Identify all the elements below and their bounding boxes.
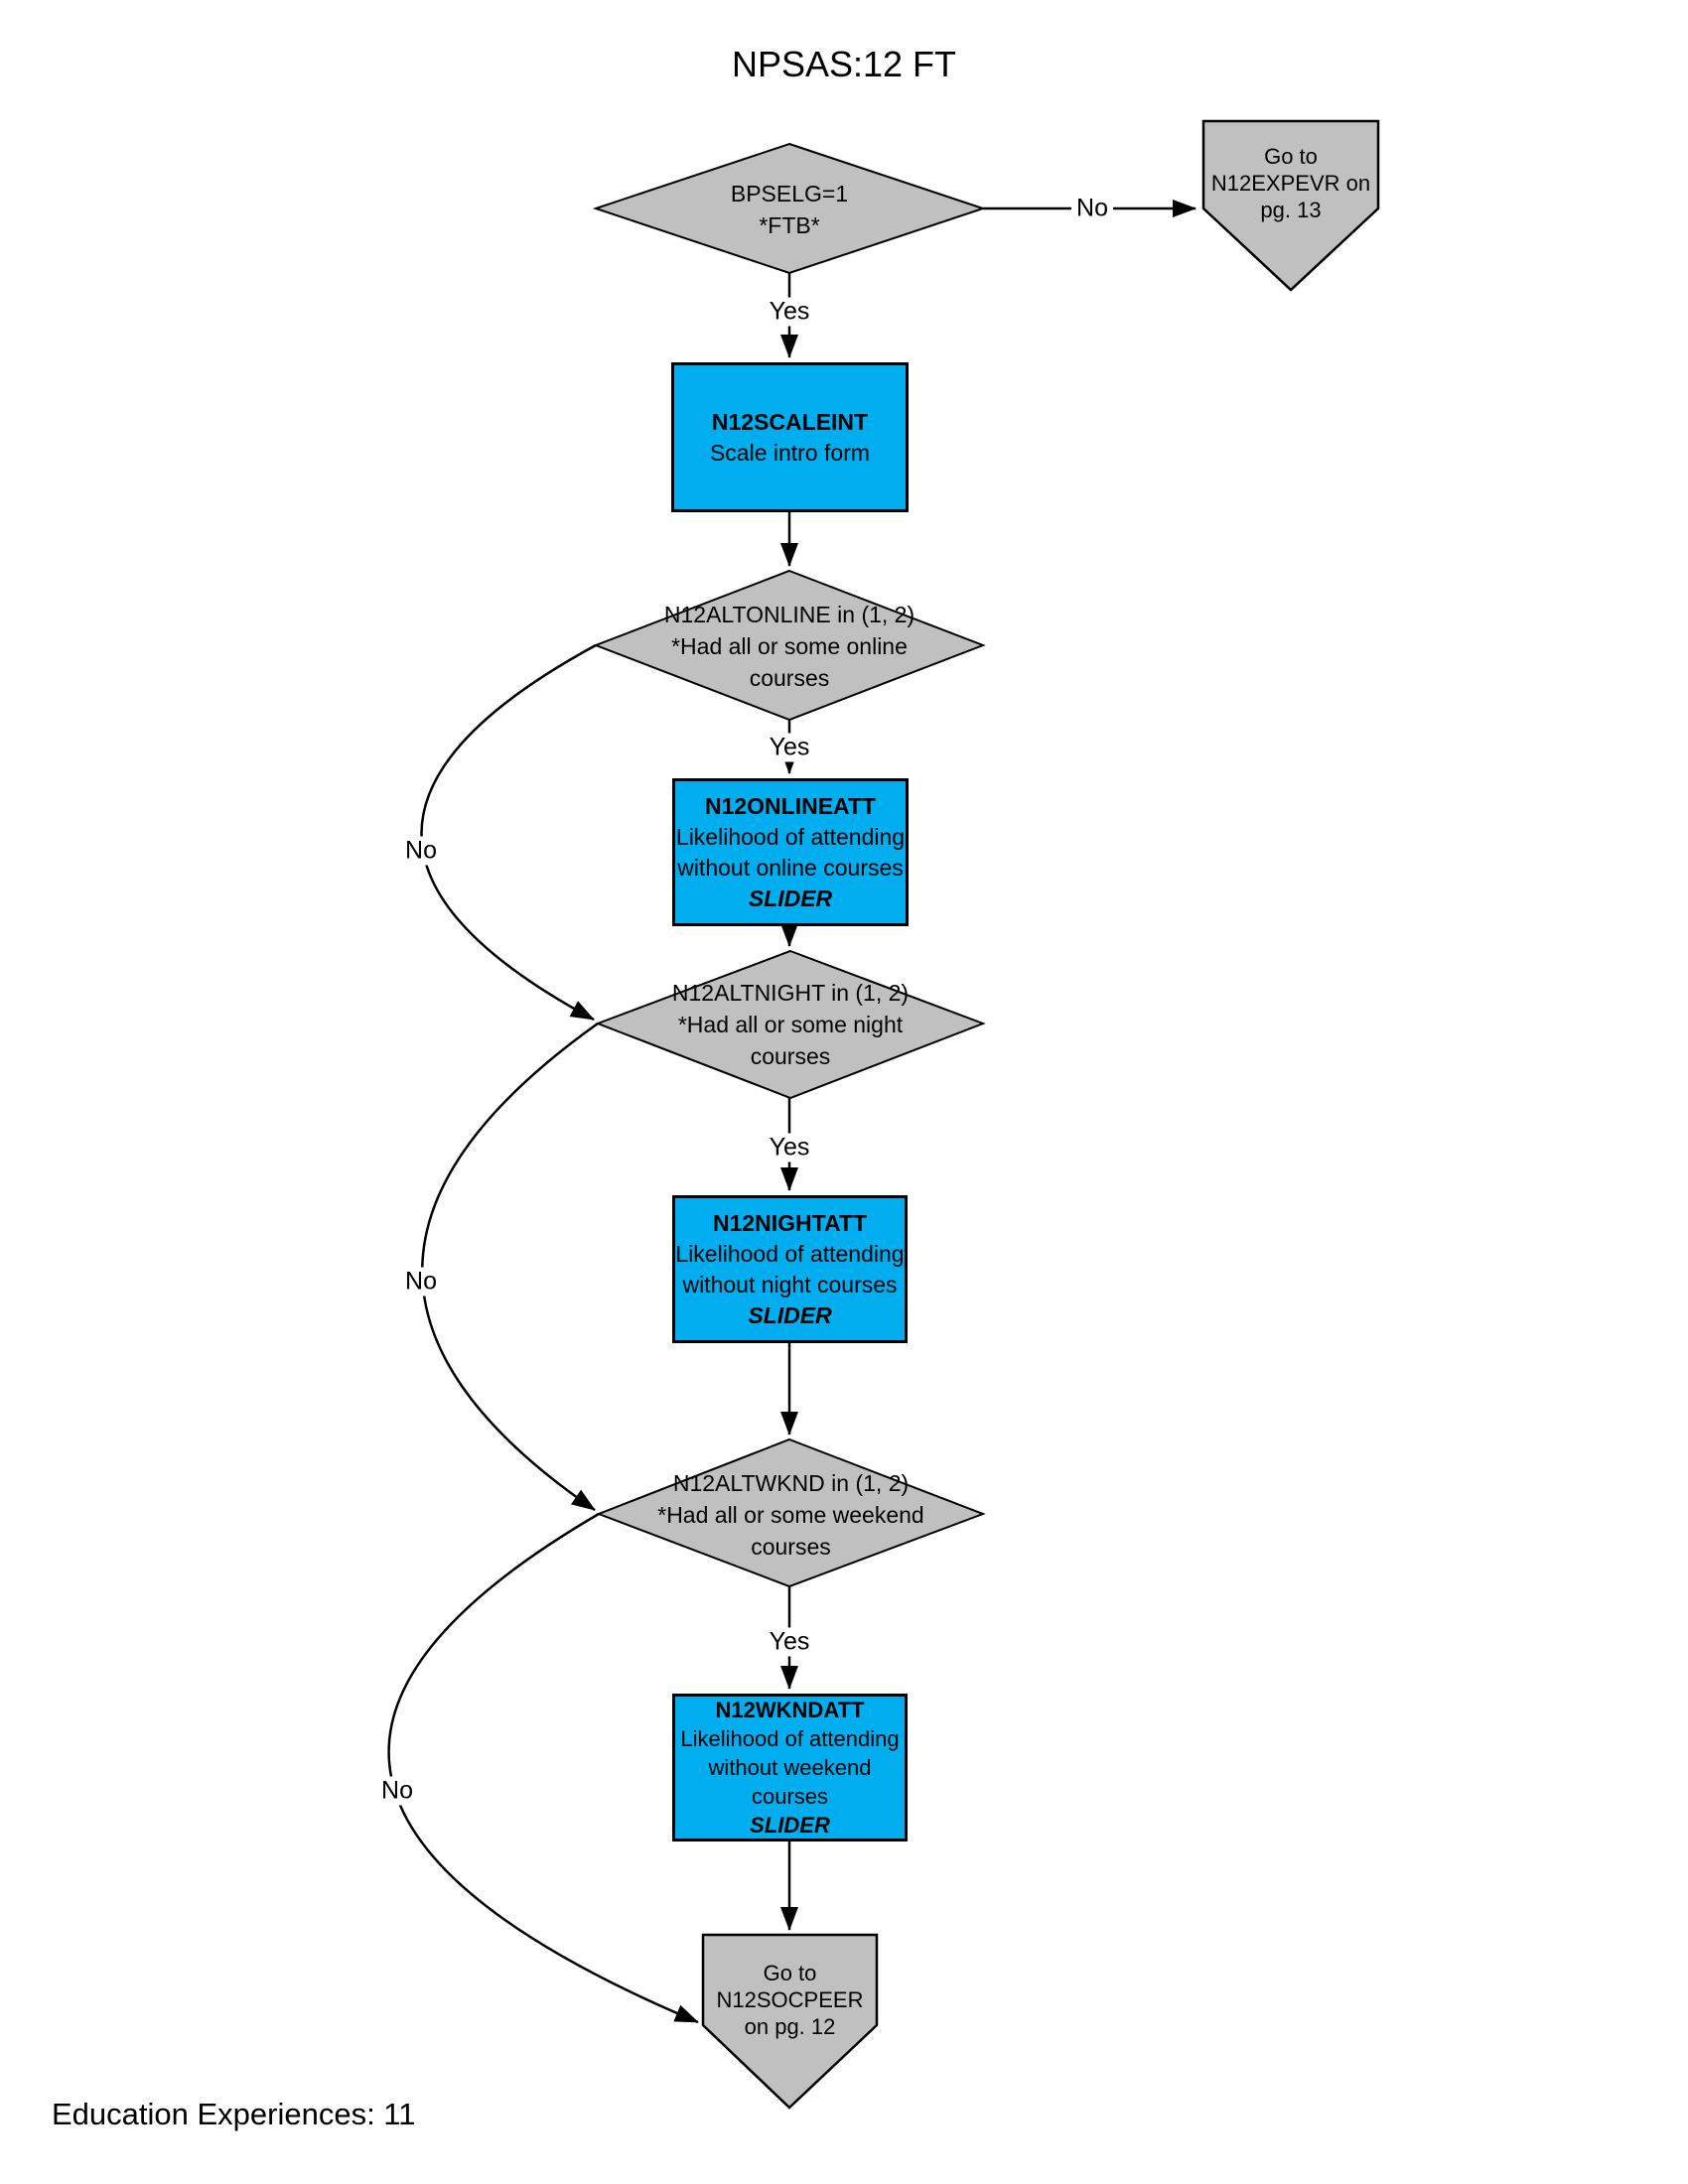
decision-bpselg-line1: BPSELG=1	[730, 181, 849, 206]
edge-label-altnight-no: No	[400, 1267, 442, 1297]
process-wkndatt-desc3: courses	[751, 1784, 829, 1809]
offpage-expevr-shape	[1201, 119, 1380, 292]
offpage-expevr-line3: pg. 13	[1260, 198, 1322, 222]
edge-label-altwknd-no: No	[376, 1776, 418, 1806]
edge-altwknd-no-curve	[387, 1512, 699, 2024]
process-scaleint-desc1: Scale intro form	[709, 439, 871, 466]
decision-altonline-label: N12ALTONLINE in (1, 2) *Had all or some …	[596, 599, 983, 694]
decision-bpselg-label: BPSELG=1 *FTB*	[596, 178, 983, 241]
process-onlineatt: N12ONLINEATT Likelihood of attending wit…	[672, 778, 909, 926]
decision-altonline-line3: courses	[749, 665, 830, 691]
process-onlineatt-name: N12ONLINEATT	[704, 792, 877, 819]
offpage-socpeer-line1: Go to	[763, 1961, 817, 1985]
decision-altnight-label: N12ALTNIGHT in (1, 2) *Had all or some n…	[598, 977, 983, 1072]
decision-altnight-line3: courses	[750, 1043, 831, 1069]
offpage-socpeer-label: Go to N12SOCPEER on pg. 12	[703, 1960, 877, 2040]
process-nightatt-tag: SLIDER	[748, 1301, 832, 1328]
offpage-expevr-label: Go to N12EXPEVR on pg. 13	[1203, 143, 1378, 223]
offpage-socpeer-shape	[701, 1933, 879, 2110]
decision-altwknd-line2: *Had all or some weekend	[657, 1502, 924, 1528]
process-nightatt-name: N12NIGHTATT	[712, 1209, 868, 1236]
edge-label-bpselg-yes: Yes	[764, 297, 815, 327]
process-wkndatt-desc1: Likelihood of attending	[680, 1726, 900, 1751]
process-nightatt-desc2: without night courses	[682, 1271, 898, 1297]
decision-altonline-line1: N12ALTONLINE in (1, 2)	[663, 602, 915, 627]
process-wkndatt-desc2: without weekend	[708, 1755, 872, 1780]
decision-altwknd-label: N12ALTWKND in (1, 2) *Had all or some we…	[599, 1467, 983, 1563]
edge-label-altwknd-yes: Yes	[764, 1627, 815, 1657]
decision-altwknd-shape	[596, 1437, 986, 1588]
process-scaleint: N12SCALEINT Scale intro form	[671, 362, 909, 512]
edge-altonline-no-curve	[420, 643, 597, 1022]
page-footer: Education Experiences: 11	[52, 2097, 416, 2131]
process-onlineatt-desc2: without online courses	[677, 854, 904, 881]
page-title: NPSAS:12 FT	[731, 44, 957, 84]
process-onlineatt-desc1: Likelihood of attending	[675, 823, 906, 850]
edge-label-altonline-no: No	[400, 836, 442, 866]
offpage-expevr-line2: N12EXPEVR on	[1210, 171, 1371, 196]
decision-altnight-shape	[595, 949, 986, 1100]
decision-altonline-shape	[593, 569, 986, 722]
offpage-socpeer-line3: on pg. 12	[744, 2014, 836, 2039]
process-scaleint-name: N12SCALEINT	[711, 408, 869, 435]
decision-bpselg-line2: *FTB*	[759, 212, 820, 238]
offpage-expevr-line1: Go to	[1264, 144, 1318, 169]
decision-altnight-line1: N12ALTNIGHT in (1, 2)	[671, 980, 910, 1006]
edge-altnight-no-curve	[421, 1022, 599, 1512]
process-wkndatt-name: N12WKNDATT	[715, 1698, 865, 1722]
decision-altwknd-line3: courses	[751, 1534, 831, 1560]
process-nightatt: N12NIGHTATT Likelihood of attending with…	[672, 1195, 908, 1343]
process-onlineatt-tag: SLIDER	[748, 885, 833, 911]
offpage-socpeer-line2: N12SOCPEER	[716, 1987, 864, 2012]
process-wkndatt: N12WKNDATT Likelihood of attending witho…	[672, 1694, 908, 1842]
edge-label-altnight-yes: Yes	[764, 1133, 815, 1162]
decision-altnight-line2: *Had all or some night	[677, 1012, 904, 1037]
edge-label-bpselg-no: No	[1071, 194, 1113, 223]
edge-label-altonline-yes: Yes	[764, 733, 815, 762]
decision-altonline-line2: *Had all or some online	[671, 633, 908, 659]
decision-altwknd-line1: N12ALTWKND in (1, 2)	[672, 1470, 910, 1496]
decision-bpselg-shape	[592, 142, 987, 275]
process-nightatt-desc1: Likelihood of attending	[675, 1240, 905, 1267]
process-wkndatt-tag: SLIDER	[750, 1813, 830, 1838]
